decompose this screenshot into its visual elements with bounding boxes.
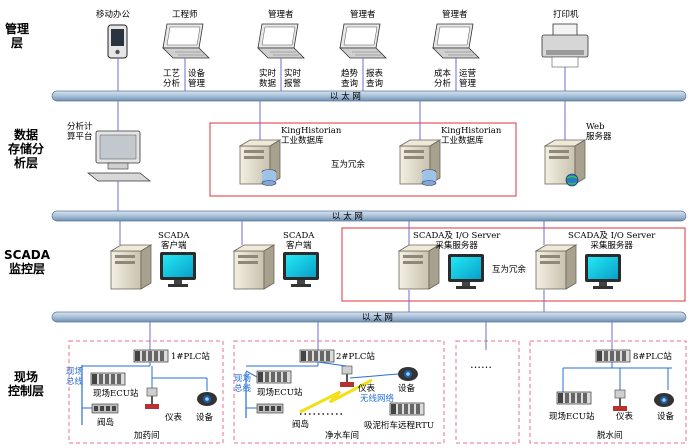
- manager1-label: 管理者: [268, 10, 294, 20]
- web-server-label: Web 服务器: [586, 122, 612, 142]
- plc1-label: 1#PLC站: [171, 352, 210, 362]
- engineer-label: 工程师: [172, 10, 198, 20]
- device2-icon: [398, 367, 418, 381]
- layer-management-label: 管理 层: [4, 22, 29, 50]
- historian-redundant-label: 互为冗余: [331, 160, 366, 170]
- instrument1-label: 仪表: [165, 413, 183, 423]
- scada-redundancy-box: [341, 227, 686, 302]
- room1-label: 加药间: [134, 431, 160, 441]
- analysis-platform-label: 分析计 算平台: [67, 122, 93, 142]
- instrument2-label: 仪表: [358, 384, 376, 394]
- ethernet-bus-2: [51, 210, 687, 222]
- analysis-computer-icon: [87, 101, 151, 211]
- web-server-icon: [544, 101, 586, 187]
- printer-label: 打印机: [553, 10, 579, 20]
- engineer-sub2: 设备 管理: [188, 69, 206, 89]
- valve2-label: 阀岛: [292, 420, 310, 430]
- ecu1-label: 现场ECU站: [93, 389, 139, 399]
- valve1-label: 阀岛: [97, 418, 115, 428]
- manager2-sub2: 报表 查询: [366, 69, 384, 89]
- field-box-1: [68, 340, 224, 444]
- printer-icon: [541, 23, 589, 92]
- manager1-sub2: 实时 报警: [284, 69, 302, 89]
- instrument8-label: 仪表: [616, 412, 634, 422]
- manager3-sub1: 成本 分析: [434, 69, 452, 89]
- historian1-server-icon: [239, 101, 281, 186]
- mobile-phone-icon: [107, 24, 128, 92]
- instrument2-icon: [339, 365, 355, 388]
- engineer-laptop-icon: [162, 23, 210, 92]
- historian2-server-icon: [399, 101, 441, 186]
- rtu-label: 吸泥桁车远程RTU: [364, 421, 435, 431]
- manager1-sub1: 实时 数据: [259, 69, 277, 89]
- scada-client2-label: SCADA 客户端: [283, 231, 315, 251]
- layer-scada-label: SCADA 监控层: [4, 248, 50, 276]
- room8-label: 脱水间: [597, 431, 623, 441]
- plc8-label: 8#PLC站: [633, 352, 672, 362]
- ethernet-bus-3-label: 以 太 网: [362, 313, 393, 323]
- ecu8-icon: [556, 391, 592, 405]
- valve-island2-icon: [256, 403, 284, 414]
- field-box-2: [233, 340, 445, 444]
- ethernet-bus-3: [51, 311, 687, 323]
- plc8-icon: [595, 349, 631, 363]
- field-box-ellipsis: [455, 340, 520, 444]
- fieldbus2-label: 现场 总线: [234, 374, 252, 394]
- device1-label: 设备: [196, 413, 214, 423]
- historian1-label: KingHistorian 工业数据库: [281, 126, 342, 146]
- manager3-sub2: 运营 管理: [459, 69, 477, 89]
- layer-data-label: 数据 存储分 析层: [7, 128, 44, 170]
- scada-server2-label: SCADA及 I/O Server 采集服务器: [568, 231, 656, 251]
- engineer-sub1: 工艺 分析: [163, 69, 181, 89]
- manager2-label: 管理者: [350, 10, 376, 20]
- fieldbus1-label: 现场 总线: [66, 367, 84, 387]
- ellipsis-label: ……: [470, 358, 492, 371]
- ecu2-label: 现场ECU站: [257, 388, 303, 398]
- scada-client1-icon: [110, 221, 196, 290]
- rtu-icon: [389, 402, 425, 416]
- ecu1-icon: [90, 372, 126, 386]
- plc1-icon: [133, 349, 169, 363]
- scada-client1-label: SCADA 客户端: [158, 231, 190, 251]
- plc2-label: 2#PLC站: [336, 352, 375, 362]
- device2-label: 设备: [398, 384, 416, 394]
- scada-redundant-label: 互为冗余: [492, 265, 527, 275]
- layer-field-label: 现场 控制层: [7, 370, 44, 398]
- instrument8-icon: [612, 389, 628, 412]
- ecu2-icon: [256, 370, 292, 384]
- field-box-8: [529, 340, 687, 444]
- plc2-icon: [299, 349, 335, 363]
- scada-server1-label: SCADA及 I/O Server 采集服务器: [413, 231, 501, 251]
- scada-server1-icon: [398, 221, 484, 290]
- scada-client2-icon: [233, 221, 319, 290]
- ethernet-bus-1: [51, 90, 687, 102]
- device1-icon: [197, 392, 217, 406]
- manager3-label: 管理者: [442, 10, 468, 20]
- ethernet-bus-1-label: 以 太 网: [330, 92, 361, 102]
- manager2-laptop-icon: [339, 23, 387, 92]
- historian2-label: KingHistorian 工业数据库: [441, 126, 502, 146]
- scada-server2-icon: [535, 221, 621, 290]
- room2-label: 净水车间: [325, 431, 360, 441]
- device8-label: 设备: [657, 412, 675, 422]
- wireless-label: 无线网络: [360, 394, 395, 404]
- mobile-label: 移动办公: [96, 10, 131, 20]
- manager1-laptop-icon: [257, 23, 305, 92]
- ethernet-bus-2-label: 以 太 网: [332, 212, 363, 222]
- historian-redundancy-box: [209, 122, 517, 197]
- valve-island1-icon: [91, 403, 119, 414]
- instrument1-icon: [144, 387, 160, 410]
- device8-icon: [654, 393, 674, 407]
- manager2-sub1: 趋势 查询: [341, 69, 359, 89]
- manager3-laptop-icon: [432, 23, 480, 92]
- ecu8-label: 现场ECU站: [549, 412, 595, 422]
